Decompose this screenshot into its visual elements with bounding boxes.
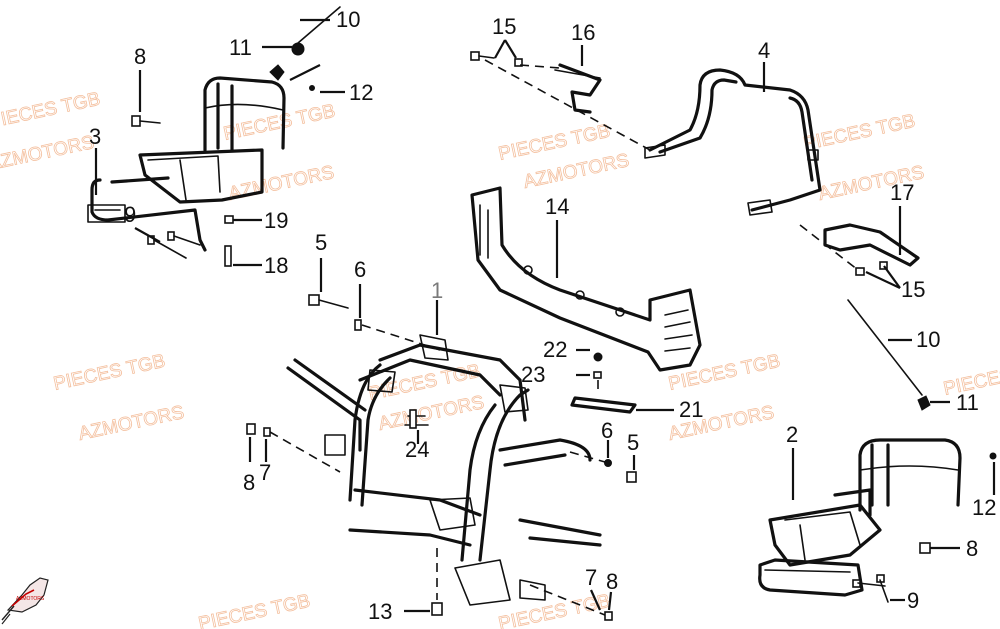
callout-23: 23: [521, 362, 545, 387]
callout-11: 11: [956, 390, 979, 415]
washer-6: [354, 319, 362, 331]
callout-6: 6: [601, 418, 613, 443]
callout-11: 11: [229, 35, 252, 60]
watermark-azmotors: AZMOTORS: [0, 132, 96, 175]
callout-5: 5: [627, 430, 639, 455]
callout-8: 8: [243, 470, 255, 495]
callout-5: 5: [315, 230, 327, 255]
callout-7: 7: [585, 565, 597, 590]
hardware-right-group: [847, 299, 997, 603]
callout-4: 4: [758, 38, 770, 63]
grommet-11-right: [917, 395, 931, 411]
watermark-pieces: PIECES TGB: [667, 351, 783, 395]
callout-21: 21: [679, 397, 703, 422]
part-14-skid-plate: [470, 186, 702, 372]
part-2-rear-bracket: [758, 438, 962, 597]
callout-1: 1: [431, 278, 443, 303]
callout-9: 9: [124, 202, 136, 227]
azmotors-logo: AZMOTORS: [1, 577, 49, 625]
part-4-rear-bar: [644, 68, 822, 216]
hardware-top-right: [470, 51, 888, 276]
washer-7-frame: [263, 427, 271, 437]
leader-lines: [94, 18, 996, 613]
callout-14: 14: [545, 194, 569, 219]
watermark-pieces: PIECES TGB: [0, 89, 102, 133]
grommet-11: [291, 42, 305, 56]
callout-16: 16: [571, 20, 595, 45]
bolt-8-head: [131, 115, 141, 127]
watermark-azmotors: AZMOTORS: [77, 402, 186, 445]
callout-10: 10: [916, 327, 940, 352]
part-1-main-frame: [286, 334, 602, 606]
callout-22: 22: [543, 337, 567, 362]
bolt-18: [224, 245, 232, 267]
callout-8: 8: [134, 44, 146, 69]
callout-12: 12: [349, 80, 373, 105]
hardware-left-group: [131, 6, 341, 267]
washer-23: [593, 371, 602, 379]
callout-15: 15: [901, 277, 925, 302]
bolt-24: [409, 409, 417, 429]
callout-19: 19: [264, 208, 288, 233]
callout-3: 3: [89, 124, 101, 149]
callout-9: 9: [907, 588, 919, 613]
watermark-pieces: PIECES TGB: [802, 111, 918, 155]
clip-12: [309, 85, 315, 91]
nut-13: [431, 602, 443, 616]
callout-13: 13: [368, 599, 392, 624]
bolt-5: [308, 294, 320, 306]
part-12-clip-left: [269, 64, 285, 81]
callout-8: 8: [606, 569, 618, 594]
callout-labels: 11 10 12 8 3 9 19 18 15 16 4 14 17 15 5 …: [89, 7, 996, 624]
watermark-pieces: PIECES TGB: [222, 101, 338, 145]
callout-12: 12: [972, 495, 996, 520]
part-3-front-bracket: [87, 76, 286, 252]
nut-19: [224, 215, 234, 224]
clip-12-right: [989, 452, 997, 460]
part-16-bracket: [554, 63, 602, 114]
part-21-plate: [570, 396, 637, 414]
part-17-bracket: [823, 223, 920, 267]
watermark-pieces: PIECES TGB: [197, 591, 313, 629]
callout-18: 18: [264, 253, 288, 278]
callout-8: 8: [966, 536, 978, 561]
logo-text: AZMOTORS: [16, 596, 45, 602]
callout-17: 17: [890, 180, 914, 205]
callout-24: 24: [405, 437, 429, 462]
logo-shield-icon: [6, 577, 49, 613]
bolt-8-right: [919, 542, 931, 554]
watermark-pieces: PIECES TGB: [52, 351, 168, 395]
watermark-azmotors: AZMOTORS: [227, 162, 336, 205]
callout-6: 6: [354, 257, 366, 282]
callout-10: 10: [336, 7, 360, 32]
callout-15: 15: [492, 14, 516, 39]
callout-2: 2: [786, 422, 798, 447]
hardware-frame: [246, 294, 637, 621]
callout-7: 7: [259, 460, 271, 485]
bolt-8-frame: [246, 423, 256, 435]
